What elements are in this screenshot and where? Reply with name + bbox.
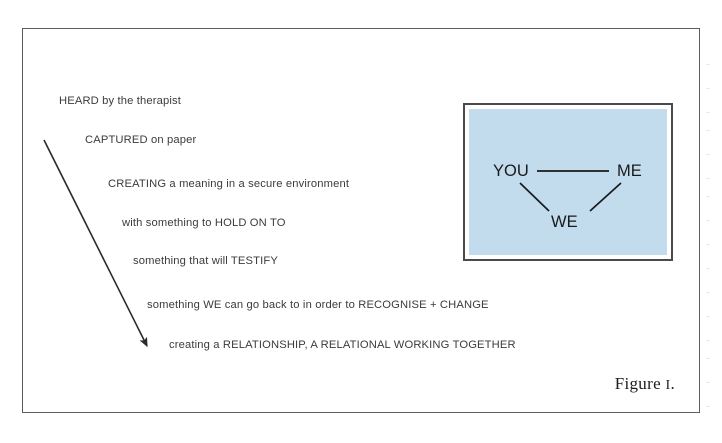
you-we-connector — [519, 182, 550, 212]
triad-label-me: ME — [617, 162, 642, 180]
relational-triad-connectors — [519, 170, 622, 212]
page-edge-bleed-marks — [706, 60, 722, 430]
cascade-line: something that will TESTIFY — [133, 255, 278, 267]
cascade-line: CREATING a meaning in a secure environme… — [108, 178, 350, 190]
page-edge-bleed-mark — [706, 382, 710, 383]
page-edge-bleed-mark — [706, 220, 710, 221]
page-edge-bleed-mark — [706, 358, 710, 359]
page-edge-bleed-mark — [706, 406, 710, 407]
page-edge-bleed-mark — [706, 64, 710, 65]
relational-triad-box: YOU ME WE — [463, 103, 673, 261]
cascade-line: something WE can go back to in order to … — [147, 299, 489, 311]
page-edge-bleed-mark — [706, 154, 710, 155]
triad-label-we: WE — [551, 213, 578, 231]
page-edge-bleed-mark — [706, 268, 710, 269]
figure-caption-suffix: . — [670, 374, 675, 393]
page-edge-bleed-mark — [706, 88, 710, 89]
page-edge-bleed-mark — [706, 244, 710, 245]
page-edge-bleed-mark — [706, 316, 710, 317]
figure-caption-numeral: I — [665, 378, 671, 393]
page-edge-bleed-mark — [706, 130, 710, 131]
page-edge-bleed-mark — [706, 112, 710, 113]
cascade-line: with something to HOLD ON TO — [122, 217, 286, 229]
page-edge-bleed-mark — [706, 340, 710, 341]
triad-label-you: YOU — [493, 162, 529, 180]
figure-caption: Figure I. — [615, 374, 675, 394]
figure-caption-prefix: Figure — [614, 374, 666, 393]
page-edge-bleed-mark — [706, 196, 710, 197]
cascade-line: creating a RELATIONSHIP, A RELATIONAL WO… — [169, 339, 516, 351]
me-we-connector — [589, 182, 622, 212]
relational-triad-fill: YOU ME WE — [469, 109, 667, 255]
cascade-line: CAPTURED on paper — [85, 134, 197, 146]
page-edge-bleed-mark — [706, 178, 710, 179]
page-edge-bleed-mark — [706, 292, 710, 293]
cascade-line: HEARD by the therapist — [59, 95, 182, 107]
